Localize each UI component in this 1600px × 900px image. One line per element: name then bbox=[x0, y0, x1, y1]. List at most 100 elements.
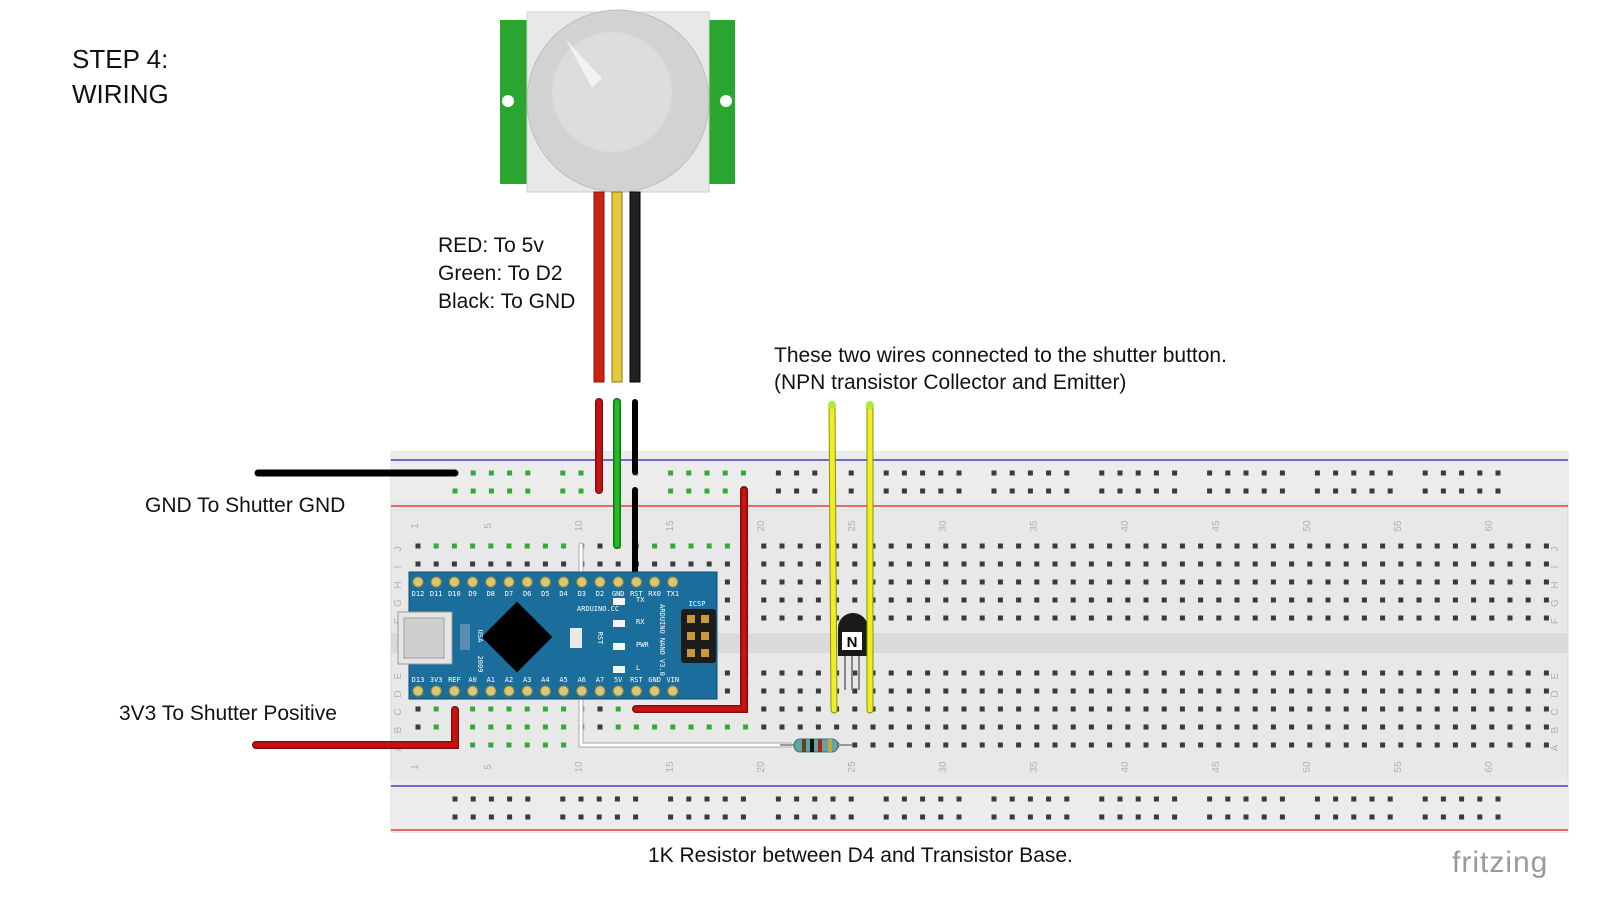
breadboard-hole bbox=[1198, 706, 1204, 712]
rail-hole bbox=[1261, 470, 1267, 476]
rail-hole bbox=[488, 796, 494, 802]
row-letter: D bbox=[393, 690, 404, 697]
breadboard-hole bbox=[1489, 615, 1495, 621]
breadboard-hole bbox=[1216, 579, 1222, 585]
rail-hole bbox=[614, 814, 620, 820]
breadboard-hole bbox=[688, 561, 694, 567]
row-letter: H bbox=[1550, 581, 1561, 588]
rail-hole bbox=[1117, 488, 1123, 494]
breadboard-hole bbox=[1052, 742, 1058, 748]
breadboard-hole bbox=[1125, 579, 1131, 585]
breadboard-hole bbox=[1343, 688, 1349, 694]
breadboard-hole bbox=[670, 724, 676, 730]
resistor-band-2 bbox=[810, 739, 814, 752]
breadboard-hole bbox=[1179, 579, 1185, 585]
breadboard-hole bbox=[906, 706, 912, 712]
rail-hole bbox=[578, 470, 584, 476]
breadboard-hole bbox=[797, 543, 803, 549]
breadboard-hole bbox=[1088, 706, 1094, 712]
column-number: 15 bbox=[665, 520, 676, 532]
breadboard-hole bbox=[1088, 724, 1094, 730]
top-pin bbox=[594, 576, 606, 588]
rail-hole bbox=[1207, 814, 1213, 820]
top-pin bbox=[667, 576, 679, 588]
breadboard-hole bbox=[906, 724, 912, 730]
breadboard-hole bbox=[1543, 597, 1549, 603]
rail-hole bbox=[470, 488, 476, 494]
breadboard-hole bbox=[561, 724, 567, 730]
bottom-pin bbox=[612, 685, 624, 697]
breadboard-hole bbox=[1543, 543, 1549, 549]
breadboard-hole bbox=[852, 670, 858, 676]
breadboard-hole bbox=[943, 688, 949, 694]
rail-hole bbox=[920, 814, 926, 820]
breadboard-hole bbox=[1216, 706, 1222, 712]
breadboard-hole bbox=[1489, 742, 1495, 748]
breadboard-hole bbox=[1252, 724, 1258, 730]
rail-hole bbox=[1117, 470, 1123, 476]
breadboard-hole bbox=[1325, 561, 1331, 567]
breadboard-hole bbox=[1143, 688, 1149, 694]
rail-hole bbox=[1117, 796, 1123, 802]
breadboard-hole bbox=[1416, 561, 1422, 567]
breadboard-hole bbox=[1380, 742, 1386, 748]
breadboard-hole bbox=[1052, 688, 1058, 694]
gnd-shutter-label: GND To Shutter GND bbox=[145, 494, 346, 517]
bottom-pin-label: A1 bbox=[487, 676, 495, 684]
rail-hole bbox=[830, 796, 836, 802]
breadboard-hole bbox=[852, 543, 858, 549]
breadboard-hole bbox=[1234, 597, 1240, 603]
rail-hole bbox=[488, 814, 494, 820]
breadboard-hole bbox=[1161, 543, 1167, 549]
breadboard-hole bbox=[1088, 561, 1094, 567]
breadboard-hole bbox=[1198, 543, 1204, 549]
breadboard-hole bbox=[1434, 615, 1440, 621]
breadboard-hole bbox=[1052, 706, 1058, 712]
breadboard-hole bbox=[761, 597, 767, 603]
rail-hole bbox=[578, 796, 584, 802]
top-pin-label: RX0 bbox=[648, 590, 661, 598]
breadboard-hole bbox=[906, 561, 912, 567]
rail-hole bbox=[1225, 470, 1231, 476]
rail-hole bbox=[901, 796, 907, 802]
breadboard-hole bbox=[1216, 724, 1222, 730]
rail-hole bbox=[1027, 470, 1033, 476]
rail-hole bbox=[704, 470, 710, 476]
breadboard-hole bbox=[1380, 615, 1386, 621]
breadboard-hole bbox=[1452, 670, 1458, 676]
rail-hole bbox=[1064, 488, 1070, 494]
column-number: 60 bbox=[1484, 761, 1495, 773]
breadboard-hole bbox=[1452, 543, 1458, 549]
rail-hole bbox=[596, 796, 602, 802]
breadboard-hole bbox=[815, 724, 821, 730]
led-rx bbox=[613, 620, 625, 627]
breadboard-hole bbox=[1434, 724, 1440, 730]
breadboard-hole bbox=[1471, 742, 1477, 748]
rail-hole bbox=[722, 796, 728, 802]
breadboard-hole bbox=[815, 706, 821, 712]
breadboard-hole bbox=[1179, 724, 1185, 730]
rail-hole bbox=[1387, 796, 1393, 802]
breadboard-hole bbox=[1179, 543, 1185, 549]
rail-hole bbox=[578, 488, 584, 494]
rail-hole bbox=[1009, 814, 1015, 820]
rail-hole bbox=[812, 488, 818, 494]
rail-hole bbox=[794, 470, 800, 476]
rail-hole bbox=[848, 488, 854, 494]
rail-hole bbox=[991, 470, 997, 476]
bottom-pin-label: D13 bbox=[412, 676, 425, 684]
breadboard-hole bbox=[1052, 597, 1058, 603]
rail-hole bbox=[1459, 470, 1465, 476]
breadboard-hole bbox=[815, 597, 821, 603]
breadboard-hole bbox=[1289, 615, 1295, 621]
rail-hole bbox=[1135, 488, 1141, 494]
breadboard-hole bbox=[1016, 597, 1022, 603]
bottom-pin-label: A5 bbox=[559, 676, 567, 684]
breadboard-hole bbox=[1307, 688, 1313, 694]
bottom-pin bbox=[576, 685, 588, 697]
column-number: 15 bbox=[665, 761, 676, 773]
breadboard-hole bbox=[542, 742, 548, 748]
rail-hole bbox=[920, 470, 926, 476]
breadboard-hole bbox=[1252, 579, 1258, 585]
